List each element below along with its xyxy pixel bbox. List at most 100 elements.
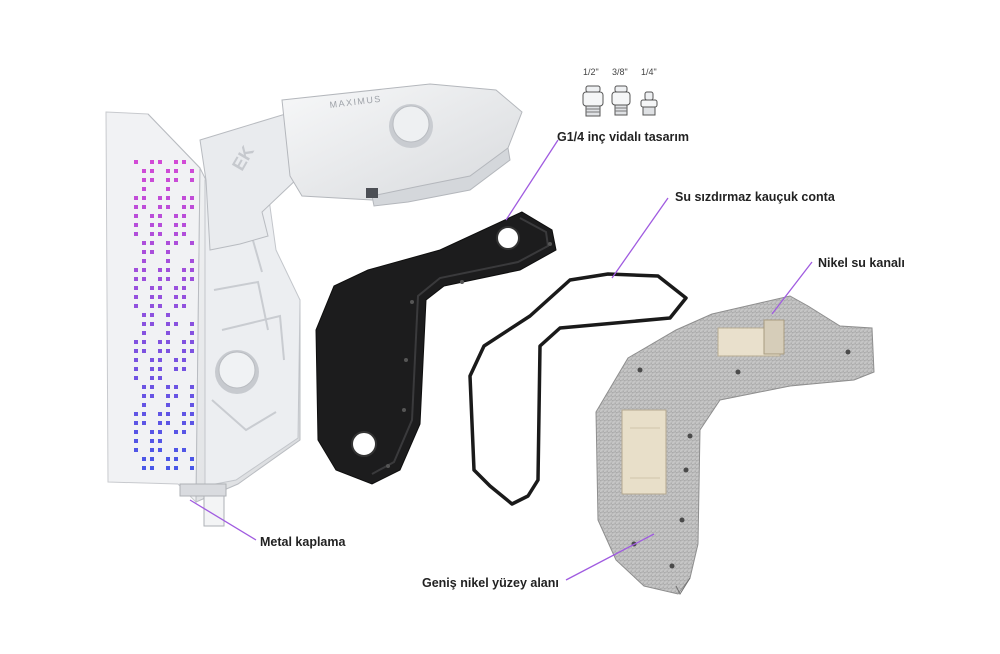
- rgb-led: [190, 178, 194, 182]
- rgb-led: [158, 367, 162, 371]
- rgb-led: [166, 205, 170, 209]
- rgb-led: [166, 457, 170, 461]
- rgb-led: [182, 295, 186, 299]
- leader-g14-thread: [505, 139, 559, 221]
- top-screw-plug: [389, 104, 433, 148]
- rgb-led: [142, 205, 146, 209]
- rgb-led: [150, 169, 154, 173]
- rgb-led: [142, 169, 146, 173]
- rgb-led: [158, 340, 162, 344]
- rgb-led: [166, 277, 170, 281]
- rgb-led: [158, 358, 162, 362]
- rgb-led: [142, 403, 146, 407]
- rgb-led: [158, 349, 162, 353]
- acetal-top-body: [315, 211, 557, 485]
- rgb-led: [134, 412, 138, 416]
- rgb-led: [142, 322, 146, 326]
- rgb-led: [190, 169, 194, 173]
- rgb-led: [134, 286, 138, 290]
- rgb-led: [166, 196, 170, 200]
- rgb-led: [174, 160, 178, 164]
- rgb-led: [150, 376, 154, 380]
- rgb-led: [150, 457, 154, 461]
- rgb-led: [166, 412, 170, 416]
- rgb-led: [150, 448, 154, 452]
- rgb-led: [158, 448, 162, 452]
- rgb-led: [182, 421, 186, 425]
- rgb-led: [174, 358, 178, 362]
- rgb-led: [182, 367, 186, 371]
- rgb-led: [158, 412, 162, 416]
- rgb-led: [166, 241, 170, 245]
- rgb-led: [174, 367, 178, 371]
- rgb-led: [158, 232, 162, 236]
- rgb-led: [174, 466, 178, 470]
- terminal-port: [366, 188, 378, 198]
- outlet-hole: [351, 431, 377, 457]
- rgb-led: [158, 295, 162, 299]
- rgb-led: [190, 268, 194, 272]
- rgb-led: [150, 232, 154, 236]
- rgb-led: [142, 250, 146, 254]
- rgb-led-pattern: [134, 160, 194, 470]
- rgb-led: [158, 286, 162, 290]
- rgb-led: [190, 340, 194, 344]
- rgb-led: [190, 421, 194, 425]
- rgb-led: [134, 304, 138, 308]
- rgb-led: [134, 268, 138, 272]
- fitting-size-label-1: 1/2": [583, 67, 599, 77]
- cold-plate-body: [595, 295, 875, 595]
- rgb-led: [134, 214, 138, 218]
- rgb-led: [150, 385, 154, 389]
- rgb-led: [142, 268, 146, 272]
- rgb-led: [142, 259, 146, 263]
- rgb-led: [182, 196, 186, 200]
- water-block-assembly: EK MAXIMUS: [105, 83, 523, 527]
- rgb-led: [174, 457, 178, 461]
- rgb-led: [142, 277, 146, 281]
- fitting-quarter-inch-icon: [640, 91, 658, 116]
- rgb-led: [166, 403, 170, 407]
- rgb-led: [134, 340, 138, 344]
- rgb-led: [142, 394, 146, 398]
- rgb-led: [158, 439, 162, 443]
- nickel-cold-plate: [595, 295, 875, 596]
- rgb-led: [174, 178, 178, 182]
- rgb-led: [150, 286, 154, 290]
- rgb-led: [150, 394, 154, 398]
- rgb-led: [142, 412, 146, 416]
- rgb-led: [190, 196, 194, 200]
- rgb-led: [142, 331, 146, 335]
- rgb-led: [134, 421, 138, 425]
- rgb-led: [142, 313, 146, 317]
- rgb-led: [158, 205, 162, 209]
- rgb-led: [150, 322, 154, 326]
- rgb-led: [150, 313, 154, 317]
- rgb-led: [166, 313, 170, 317]
- rgb-led: [150, 214, 154, 218]
- rgb-led: [142, 421, 146, 425]
- rgb-led: [166, 331, 170, 335]
- rgb-led: [150, 304, 154, 308]
- rgb-led: [142, 349, 146, 353]
- rgb-led: [174, 295, 178, 299]
- rgb-plug: [203, 495, 225, 527]
- rgb-led: [158, 430, 162, 434]
- rgb-led: [190, 259, 194, 263]
- rgb-led: [158, 304, 162, 308]
- rgb-led: [174, 169, 178, 173]
- rgb-led: [134, 367, 138, 371]
- rgb-led: [166, 178, 170, 182]
- rgb-led: [158, 160, 162, 164]
- rgb-led: [134, 349, 138, 353]
- rgb-led: [190, 466, 194, 470]
- callout-g14-thread: G1/4 inç vidalı tasarım: [557, 130, 690, 144]
- rgb-led: [166, 187, 170, 191]
- rgb-led: [190, 277, 194, 281]
- rgb-led: [150, 223, 154, 227]
- rgb-led: [166, 466, 170, 470]
- leader-nickel-channel: [771, 261, 813, 315]
- rgb-led: [182, 412, 186, 416]
- rgb-led: [166, 250, 170, 254]
- rgb-led: [134, 232, 138, 236]
